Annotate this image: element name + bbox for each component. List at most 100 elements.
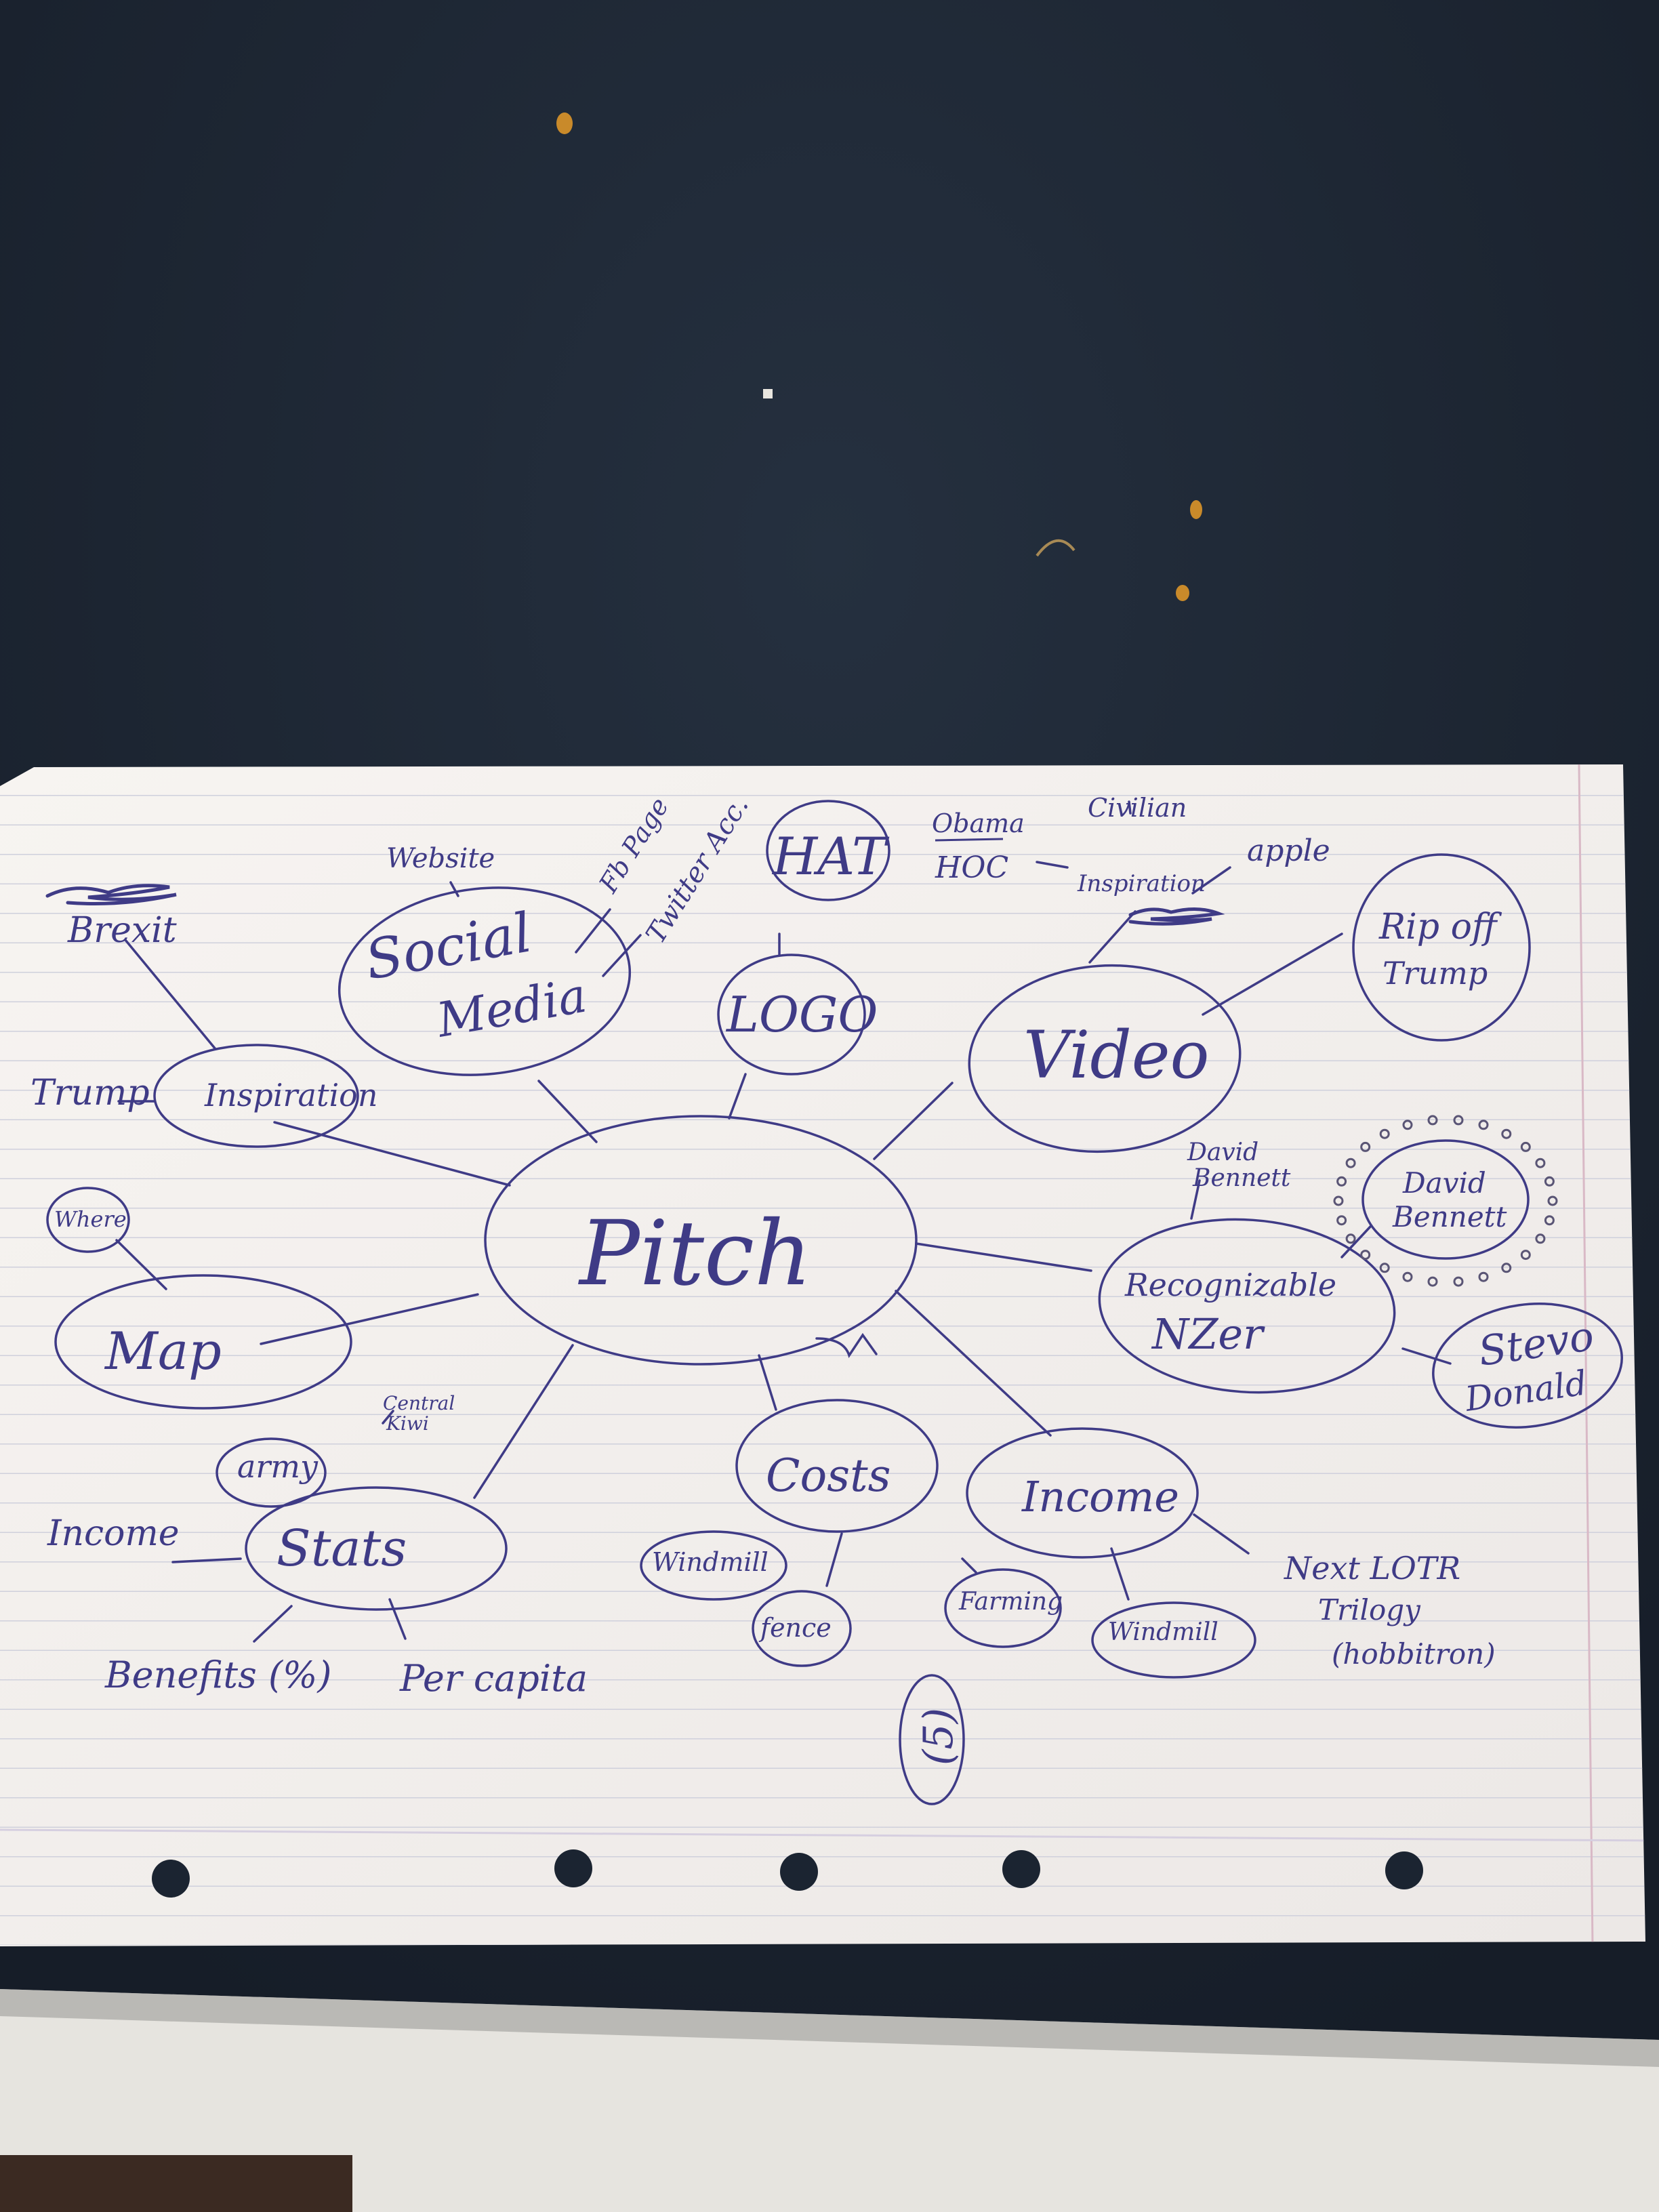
ring-dot <box>1402 1120 1413 1130</box>
ring-dot <box>1360 1250 1371 1261</box>
video-bubble <box>968 964 1242 1153</box>
stats-label: Stats <box>276 1519 407 1578</box>
farming-label: Farming <box>958 1588 1063 1616</box>
army-bubble <box>216 1437 327 1508</box>
ring-dot <box>1520 1141 1531 1152</box>
video-label: Video <box>1023 1017 1209 1093</box>
hat-label: HAT <box>771 826 890 886</box>
center-bubble <box>484 1115 918 1366</box>
scribble <box>1128 907 1225 926</box>
ring-dot <box>1520 1250 1531 1261</box>
ring-dot <box>1547 1195 1558 1206</box>
social-media-bubble <box>337 886 632 1076</box>
income-bubble <box>966 1427 1199 1559</box>
rip-off-bubble <box>1352 853 1531 1042</box>
next-lotr-label-3: (hobbitron) <box>1332 1637 1496 1671</box>
where-label: Where <box>54 1206 127 1232</box>
circled-name-label-1: David <box>1402 1166 1486 1200</box>
table-edge-shadow <box>0 1989 1659 2067</box>
margin-line <box>1578 764 1594 1946</box>
central-label-2: Kiwi <box>386 1412 429 1435</box>
ring-dot <box>1453 1115 1464 1126</box>
rip-off-label: Rip off <box>1378 907 1502 947</box>
logo-bubble <box>717 954 866 1076</box>
ring-dot <box>1336 1176 1347 1187</box>
map-label: Map <box>104 1321 222 1381</box>
benefits-label: Benefits (%) <box>104 1654 331 1696</box>
costs-label: Costs <box>766 1450 891 1502</box>
income-windmill-bubble <box>1091 1601 1256 1679</box>
stats-income-label: Income <box>47 1513 180 1554</box>
income-windmill-label: Windmill <box>1108 1618 1218 1646</box>
page-mark-bubble <box>899 1674 965 1805</box>
rip-off-trump-label: Trump <box>1382 955 1488 991</box>
video-inspiration-label: Inspiration <box>1077 870 1206 897</box>
binder-hole <box>780 1853 818 1891</box>
costs-windmill-label: Windmill <box>652 1547 769 1577</box>
costs-windmill-bubble <box>640 1530 787 1601</box>
david-bennett-label-1: David <box>1187 1139 1258 1166</box>
circled-name-label-2: Bennett <box>1392 1200 1507 1233</box>
inspiration-bubble <box>153 1044 359 1148</box>
margin-line-bottom <box>0 1828 1645 1842</box>
fence-bubble <box>752 1590 852 1667</box>
binder-hole <box>1002 1850 1040 1888</box>
recognizable-label-1: Recognizable <box>1124 1267 1336 1303</box>
website-label: Website <box>386 843 495 874</box>
where-bubble <box>46 1187 130 1253</box>
income-label: Income <box>1021 1472 1179 1521</box>
logo-label: LOGO <box>725 986 878 1043</box>
page-mark-label: (5) <box>915 1708 962 1765</box>
ring-dot <box>1535 1158 1546 1168</box>
next-lotr-label-1: Next LOTR <box>1284 1550 1460 1586</box>
hat-bubble <box>766 800 890 901</box>
fence-label: fence <box>758 1613 832 1643</box>
ring-dot <box>1402 1271 1413 1282</box>
ring-dot <box>1345 1158 1356 1168</box>
david-bennett-label-2: Bennett <box>1192 1164 1291 1192</box>
ring-dot <box>1544 1176 1555 1187</box>
army-label: army <box>237 1448 319 1485</box>
farming-bubble <box>944 1568 1062 1648</box>
ring-dot <box>1501 1263 1512 1273</box>
floor-dark-object <box>0 2155 352 2212</box>
trump-label: Trump <box>30 1073 150 1113</box>
david-bennett-bubble <box>1361 1139 1530 1260</box>
apple-label: apple <box>1247 834 1330 868</box>
ring-dot <box>1333 1195 1344 1206</box>
scribble <box>45 884 177 905</box>
per-capita-label: Per capita <box>399 1657 588 1700</box>
obama-label: Obama <box>932 808 1025 838</box>
ring-dot <box>1501 1128 1512 1139</box>
ring-dot <box>1427 1115 1438 1126</box>
ring-dot <box>1453 1276 1464 1287</box>
ring-dot <box>1379 1263 1390 1273</box>
ring-dot <box>1535 1233 1546 1244</box>
ring-dot <box>1345 1233 1356 1244</box>
ruled-lines <box>0 779 1645 1945</box>
ring-dot <box>1427 1276 1438 1287</box>
recognizable-label-2: NZer <box>1151 1309 1265 1359</box>
ring-dot <box>1360 1141 1371 1152</box>
ring-dot <box>1478 1120 1489 1130</box>
crumbs <box>556 112 1202 601</box>
stats-bubble <box>245 1486 508 1611</box>
civilian-label: Civilian <box>1088 793 1187 823</box>
hoc-label: HOC <box>935 851 1008 885</box>
center-label: Pitch <box>578 1202 812 1306</box>
recognizable-bubble <box>1098 1218 1396 1394</box>
inspiration-label: Inspiration <box>204 1077 378 1113</box>
ring-dot <box>1544 1215 1555 1226</box>
next-lotr-label-2: Trilogy <box>1318 1593 1421 1626</box>
dot-ring <box>1333 1115 1558 1287</box>
central-label-1: Central <box>383 1392 455 1414</box>
mindmap-ink <box>45 800 1623 1805</box>
binder-hole <box>152 1860 190 1898</box>
ring-dot <box>1478 1271 1489 1282</box>
binder-hole <box>1385 1851 1423 1889</box>
ring-dot <box>1379 1128 1390 1139</box>
obama-underline <box>935 838 1004 842</box>
brexit-label: Brexit <box>67 910 177 951</box>
binder-hole <box>554 1849 592 1887</box>
